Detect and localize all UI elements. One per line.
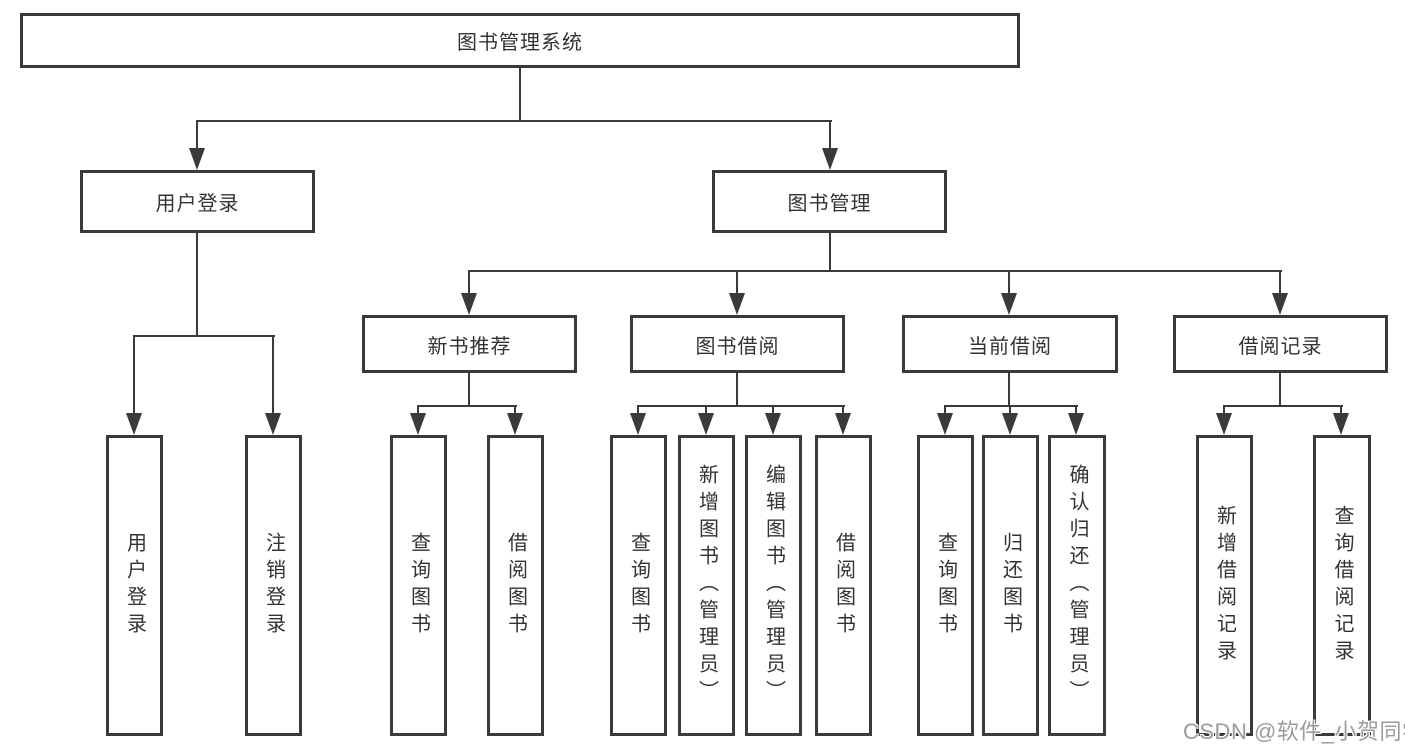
node-user-login: 用户登录 — [80, 170, 315, 233]
connector-line — [133, 335, 135, 417]
connector-line — [1279, 373, 1281, 407]
connector-line — [468, 373, 470, 407]
node-leaf-return-books: 归还图书 — [982, 435, 1039, 736]
arrow-down-icon — [1001, 293, 1017, 315]
connector-line — [519, 68, 521, 122]
connector-line — [944, 405, 1078, 407]
node-book-borrowing: 图书借阅 — [630, 315, 845, 373]
arrow-down-icon — [126, 413, 142, 435]
arrow-down-icon — [1002, 413, 1018, 435]
node-leaf-edit-books-admin: 编辑图书（管理员） — [745, 435, 802, 736]
node-label: 图书管理 — [787, 193, 872, 215]
node-leaf-user-login: 用户登录 — [106, 435, 163, 736]
connector-line — [944, 405, 946, 417]
node-leaf-confirm-return-admin: 确认归还（管理员） — [1048, 435, 1106, 736]
node-label: 借阅记录 — [1238, 335, 1323, 358]
arrow-down-icon — [1068, 413, 1084, 435]
arrow-down-icon — [822, 148, 838, 170]
connector-line — [514, 405, 516, 417]
node-label: 用户登录 — [123, 531, 146, 640]
connector-line — [1340, 405, 1342, 417]
arrow-down-icon — [507, 413, 523, 435]
connector-line — [736, 270, 738, 296]
arrow-down-icon — [1333, 413, 1349, 435]
node-label: 用户登录 — [155, 193, 240, 215]
node-label: 新增借阅记录 — [1213, 504, 1236, 667]
node-leaf-borrow-books-2: 借阅图书 — [815, 435, 872, 736]
connector-line — [637, 405, 845, 407]
connector-line — [1008, 270, 1010, 296]
node-label: 新书推荐 — [427, 335, 512, 358]
node-leaf-logout: 注销登录 — [245, 435, 302, 736]
node-new-book-recommendation: 新书推荐 — [362, 315, 577, 373]
connector-line — [196, 120, 832, 122]
node-label: 查询借阅记录 — [1331, 504, 1353, 667]
node-leaf-query-books-3: 查询图书 — [917, 435, 974, 736]
connector-line — [829, 233, 831, 272]
arrow-down-icon — [630, 413, 646, 435]
connector-line — [637, 405, 639, 417]
node-label: 新增图书（管理员） — [695, 464, 718, 707]
arrow-down-icon — [189, 148, 205, 170]
connector-line — [1223, 405, 1343, 407]
connector-line — [196, 120, 198, 152]
node-leaf-add-books-admin: 新增图书（管理员） — [678, 435, 735, 736]
connector-line — [772, 405, 774, 417]
connector-line — [1008, 373, 1010, 407]
node-label: 图书借阅 — [695, 335, 780, 358]
node-current-borrowing: 当前借阅 — [902, 315, 1118, 373]
node-leaf-borrow-books-1: 借阅图书 — [487, 435, 544, 736]
node-label: 查询图书 — [627, 531, 650, 640]
arrow-down-icon — [265, 413, 281, 435]
node-leaf-query-books-1: 查询图书 — [390, 435, 447, 736]
connector-line — [842, 405, 844, 417]
arrow-down-icon — [698, 413, 714, 435]
connector-line — [417, 405, 419, 417]
connector-line — [736, 373, 738, 407]
connector-line — [468, 270, 470, 296]
arrow-down-icon — [1272, 293, 1288, 315]
connector-line — [1075, 405, 1077, 417]
connector-line — [1223, 405, 1225, 417]
node-label: 借阅图书 — [832, 531, 855, 640]
connector-line — [829, 120, 831, 152]
arrow-down-icon — [1216, 413, 1232, 435]
connector-line — [196, 233, 198, 337]
arrow-down-icon — [765, 413, 781, 435]
connector-line — [133, 335, 275, 337]
arrow-down-icon — [410, 413, 426, 435]
connector-line — [272, 335, 274, 417]
node-label: 编辑图书（管理员） — [762, 464, 785, 707]
connector-line — [417, 405, 517, 407]
csdn-watermark: CSDN @软件_小贺同学 — [1183, 719, 1405, 744]
node-leaf-query-borrow-record: 查询借阅记录 — [1313, 435, 1371, 736]
node-leaf-add-borrow-record: 新增借阅记录 — [1196, 435, 1253, 736]
connector-line — [1279, 270, 1281, 296]
node-borrowing-records: 借阅记录 — [1173, 315, 1388, 373]
node-book-management: 图书管理 — [712, 170, 947, 233]
arrow-down-icon — [835, 413, 851, 435]
node-library-management-system: 图书管理系统 — [20, 13, 1020, 68]
node-leaf-query-books-2: 查询图书 — [610, 435, 667, 736]
connector-line — [1009, 405, 1011, 417]
connector-line — [705, 405, 707, 417]
node-label: 确认归还（管理员） — [1066, 464, 1088, 707]
node-label: 注销登录 — [262, 531, 285, 640]
node-label: 查询图书 — [934, 531, 957, 640]
node-label: 查询图书 — [407, 531, 430, 640]
node-label: 图书管理系统 — [457, 32, 583, 54]
node-label: 当前借阅 — [968, 335, 1052, 358]
arrow-down-icon — [729, 293, 745, 315]
node-label: 归还图书 — [999, 531, 1022, 640]
arrow-down-icon — [937, 413, 953, 435]
connector-line — [468, 270, 1282, 272]
arrow-down-icon — [461, 293, 477, 315]
node-label: 借阅图书 — [504, 531, 527, 640]
